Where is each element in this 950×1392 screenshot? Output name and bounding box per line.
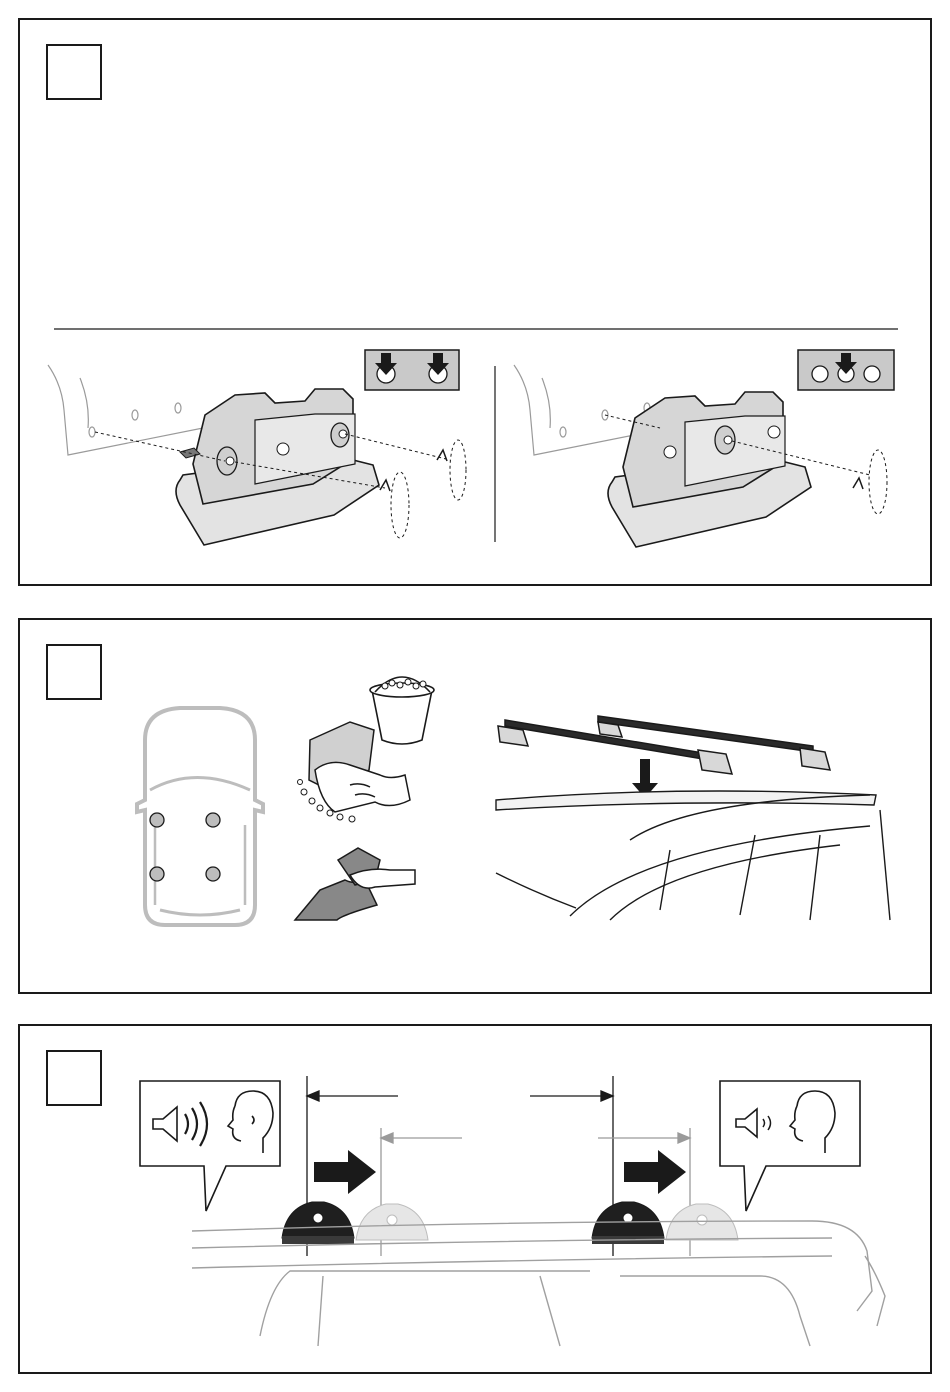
- roof-foot-ghost-left: [356, 1204, 428, 1240]
- foot-position-dot: [150, 813, 164, 827]
- step-panel-3: [18, 1024, 932, 1374]
- roof-bars-assembly: [498, 716, 830, 774]
- bar-foot: [698, 750, 732, 774]
- three-holes-indicator: [798, 350, 894, 390]
- bar-foot: [800, 748, 830, 770]
- soap-bucket-icon: [370, 677, 434, 744]
- quiet-click-callout: [720, 1081, 860, 1211]
- step-1-illustration: [20, 20, 934, 588]
- step-3-illustration: [20, 1026, 934, 1376]
- foot-position-markers: [150, 813, 220, 881]
- two-holes-indicator: [365, 350, 459, 390]
- roof-foot-dark-right: [592, 1202, 664, 1244]
- car-roof-side: [496, 791, 890, 920]
- foot-pad-left: [176, 389, 379, 545]
- step-panel-1: [18, 18, 932, 586]
- foot-position-dot: [150, 867, 164, 881]
- lock-icon: [313, 1213, 323, 1223]
- slide-right-arrow-icon: [624, 1150, 686, 1194]
- foot-position-dot: [206, 813, 220, 827]
- wipe-dry-icon: [295, 848, 415, 920]
- foot-position-dot: [206, 867, 220, 881]
- foot-pad-right: [608, 392, 811, 547]
- roof-foot-dark-left: [282, 1202, 354, 1244]
- step-panel-2: [18, 618, 932, 994]
- loud-click-callout: [140, 1081, 280, 1211]
- step-2-illustration: [20, 620, 934, 996]
- car-body-outline-left: [48, 365, 218, 455]
- slide-right-arrow-icon: [314, 1150, 376, 1194]
